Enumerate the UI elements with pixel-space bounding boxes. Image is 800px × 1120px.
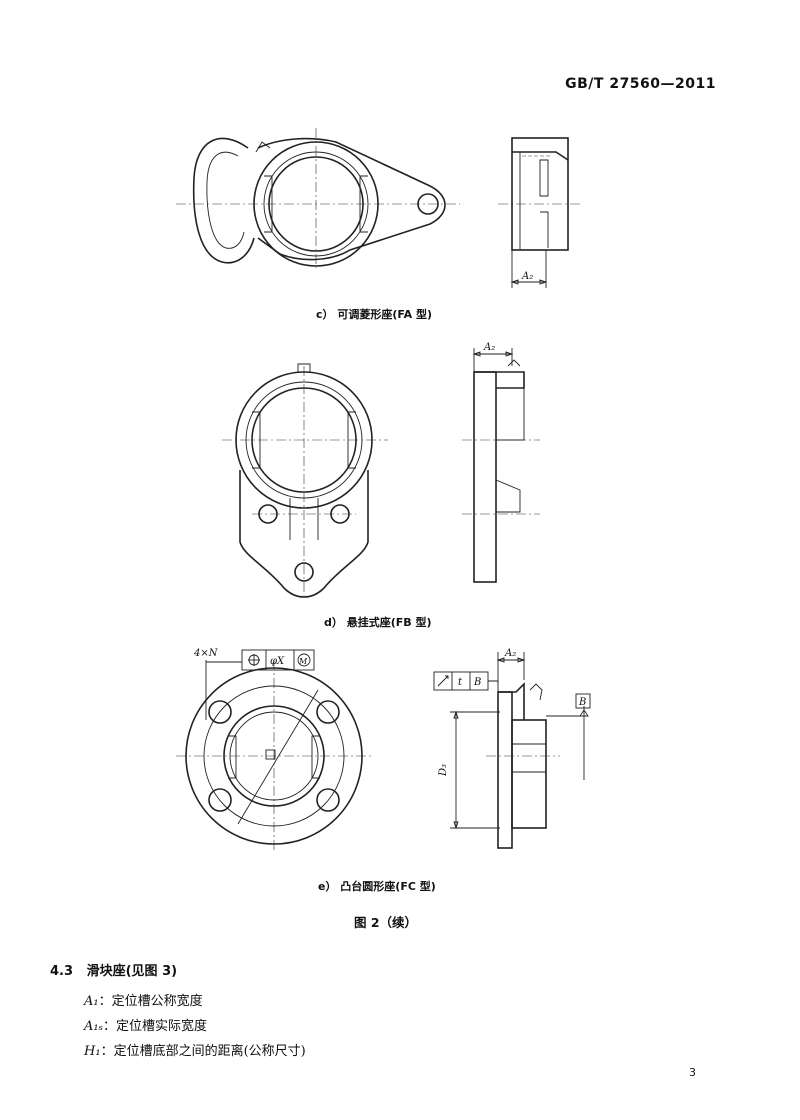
section-number: 4.3 <box>50 964 74 979</box>
definition-text: ：定位槽底部之间的距离(公称尺寸) <box>100 1044 306 1059</box>
symbol: A₁ₛ <box>84 1019 103 1034</box>
fa-dim-a2: A₂ <box>521 271 533 282</box>
caption-fc: e） 凸台圆形座(FC 型) <box>318 880 436 893</box>
fc-tol-t: t <box>458 677 463 688</box>
fc-dim-d3: D₃ <box>438 764 449 777</box>
definition-h1: H₁：定位槽底部之间的距离(公称尺寸) <box>84 1040 306 1059</box>
fc-datum-b: B <box>578 697 586 708</box>
page-number: 3 <box>689 1066 696 1079</box>
symbol: H₁ <box>84 1044 101 1059</box>
section-heading: 4.3 滑块座(见图 3) <box>50 960 177 979</box>
fb-dim-a2: A₂ <box>483 342 495 353</box>
definition-text: ：定位槽公称宽度 <box>98 994 203 1009</box>
caption-fa: c） 可调菱形座(FA 型) <box>316 308 432 321</box>
fa-side-view: A₂ <box>498 137 582 288</box>
fc-front-view: 4×N φX M <box>176 648 372 852</box>
fb-side-view: A₂ <box>462 342 540 583</box>
section-title: 滑块座(见图 3) <box>86 964 178 979</box>
fc-dim-a2: A₂ <box>504 648 516 659</box>
figure-caption: 图 2（续） <box>354 915 418 930</box>
symbol: A₁ <box>84 994 99 1009</box>
fc-side-view: D₃ t B A₂ B <box>433 648 591 849</box>
fc-tol-count: 4×N <box>193 648 219 659</box>
fc-tol-b: B <box>473 677 481 688</box>
fb-front-view <box>222 363 388 600</box>
definition-text: ：定位槽实际宽度 <box>102 1019 207 1034</box>
fc-tol-phi: φX <box>270 656 285 667</box>
definition-a1: A₁：定位槽公称宽度 <box>84 990 203 1009</box>
definition-a1s: A₁ₛ：定位槽实际宽度 <box>84 1015 207 1034</box>
standard-number: GB/T 27560—2011 <box>565 76 716 92</box>
fa-front-view <box>176 128 460 268</box>
fc-tol-m: M <box>298 657 308 666</box>
caption-fb: d） 悬挂式座(FB 型) <box>324 616 432 629</box>
